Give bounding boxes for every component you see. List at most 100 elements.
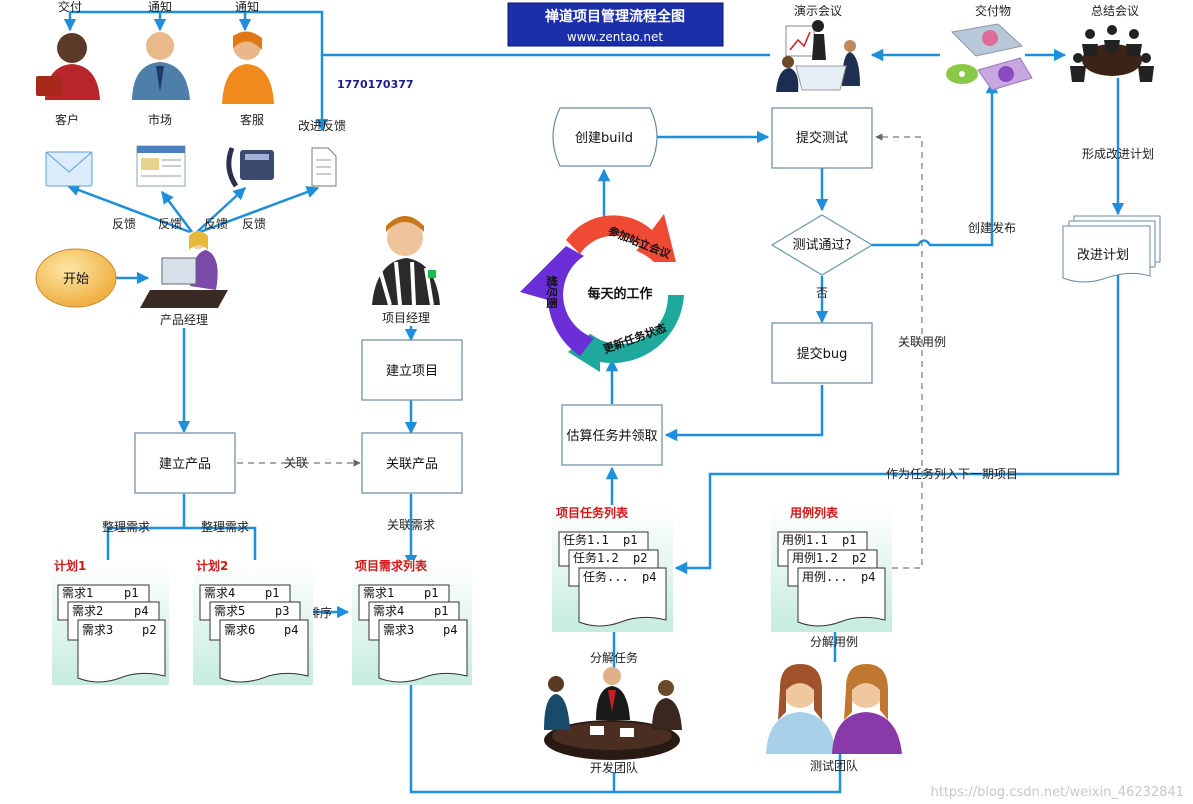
plan2-row3-pri: p4 [284,623,298,637]
cases-title: 用例列表 [789,505,839,520]
label-notify-2: 通知 [235,0,259,14]
proj-manager-head-icon [387,220,423,256]
plan1-row1-name: 需求1 [62,586,93,600]
desk-icon [140,290,228,308]
panel-project-requirements: 项目需求列表 需求1 p1 需求4 p1 需求3 p4 [352,558,472,685]
label-link-case: 关联用例 [898,335,946,349]
telephone-icon [226,147,274,188]
proj-task-row1-pri: p1 [623,533,637,547]
label-next-project: 作为任务列入下一期项目 [886,466,1018,481]
connectors [63,10,1125,794]
plan1-doc-stack [57,584,166,683]
label-proj-manager: 项目经理 [382,311,430,325]
deliverable-icon: 交付物 [946,3,1033,91]
label-sort-req-1: 整理需求 [102,519,150,534]
cases-row3-name: 用例... [802,570,848,584]
proj-task-row1-name: 任务1.1 [563,532,609,547]
person-market: 市场 [132,32,190,127]
box-create-build: 创建build [552,107,658,167]
label-service: 客服 [240,112,264,127]
edge-bug-estimate [664,385,824,442]
title-main: 禅道项目管理流程全图 [544,8,685,25]
start-node: 开始 [35,248,117,308]
summary-meeting: 总结会议 [1070,4,1154,82]
proj-task-doc-stack [558,531,667,627]
cycle-arrow-meeting [566,214,676,262]
edge-next-project [674,272,1120,575]
title-banner: 禅道项目管理流程全图 www.zentao.net [507,2,724,47]
plan2-row2-pri: p3 [275,604,289,618]
label-pm: 产品经理 [160,313,208,327]
label-sort-req-2: 整理需求 [201,519,249,534]
svg-text:创建build: 创建build [575,131,633,146]
label-summary: 总结会议 [1091,4,1139,18]
person-project-manager: 项目经理 [372,216,440,325]
plan2-row1-name: 需求4 [204,586,235,600]
edge-feedback-4 [199,186,320,234]
plan1-row3-pri: p2 [142,623,156,637]
proj-req-row1-pri: p1 [424,586,438,600]
svg-text:建立产品: 建立产品 [159,457,211,472]
daily-work-cycle: 每天的工作 参加站立会议 更新任务状态 燃尽图 [520,214,684,372]
proj-task-row2-name: 任务1.2 [573,550,619,565]
label-split-task: 分解任务 [590,650,638,665]
box-submit-bug: 提交bug [771,322,873,384]
cycle-burndown: 燃尽图 [545,275,559,309]
customer-head-icon [57,33,87,63]
proj-req-row2-pri: p1 [434,604,448,618]
monitor-icon [161,257,197,285]
proj-req-row2-name: 需求4 [373,604,404,618]
proj-task-title: 项目任务列表 [556,505,629,520]
edge-link-case-dashed [875,133,923,569]
proj-req-doc-stack [358,584,468,683]
svg-text:关联产品: 关联产品 [386,457,438,472]
label-improve-feedback: 改进反馈 [298,119,346,133]
label-deliverable: 交付物 [975,3,1011,18]
label-market: 市场 [148,112,172,127]
label-test-team: 测试团队 [810,758,858,773]
briefcase-icon [36,76,62,96]
label-feedback-3: 反馈 [204,217,228,231]
cases-row1-pri: p1 [842,533,856,547]
label-feedback-4: 反馈 [242,217,266,231]
person-product-manager: 产品经理 [140,231,228,327]
edge-labels: 交付 通知 通知 改进反馈 反馈 反馈 反馈 反馈 关联 整理需求 整理需求 关… [58,0,1154,665]
svg-text:测试通过?: 测试通过? [793,238,852,253]
document-icon [311,147,337,187]
plan2-title: 计划2 [196,558,228,573]
plan2-doc-stack [199,584,309,683]
panel-test-cases: 用例列表 用例1.1 p1 用例1.2 p2 用例... p4 [771,505,892,632]
person-service: 客服 [222,31,274,127]
label-create-release: 创建发布 [968,220,1016,235]
proj-task-row2-pri: p2 [633,551,647,565]
dashed-connectors [237,133,923,569]
proj-req-row3-name: 需求3 [383,623,414,637]
svg-text:提交测试: 提交测试 [796,130,848,146]
plan1-row2-name: 需求2 [72,604,103,618]
plan2-row2-name: 需求5 [214,604,245,618]
box-link-product: 关联产品 [361,432,463,494]
service-body-icon [222,64,274,104]
title-url: www.zentao.net [567,30,663,44]
edge-release [870,80,999,247]
plan1-row3-name: 需求3 [82,623,113,637]
cycle-arrow-burndown [520,246,594,356]
svg-text:提交bug: 提交bug [797,346,848,362]
decision-test-pass: 测试通过? [770,214,874,276]
start-label: 开始 [63,272,89,287]
label-notify-1: 通知 [148,0,172,14]
label-customer: 客户 [55,112,79,127]
label-split-case: 分解用例 [810,635,858,649]
cycle-center: 每天的工作 [587,286,652,302]
label-feedback-1: 反馈 [112,217,136,231]
label-link-req: 关联需求 [387,518,435,532]
phone-number: 1770170377 [337,78,414,91]
panel-plan1: 计划1 需求1 p1 需求2 p4 需求3 p2 [52,558,169,685]
proj-task-row3-name: 任务... [583,569,629,584]
label-deliver: 交付 [58,0,82,14]
person-customer: 客户 [36,33,100,127]
edge-feedback-1 [66,184,191,234]
proj-req-row1-name: 需求1 [363,586,394,600]
proj-req-title: 项目需求列表 [355,558,428,573]
